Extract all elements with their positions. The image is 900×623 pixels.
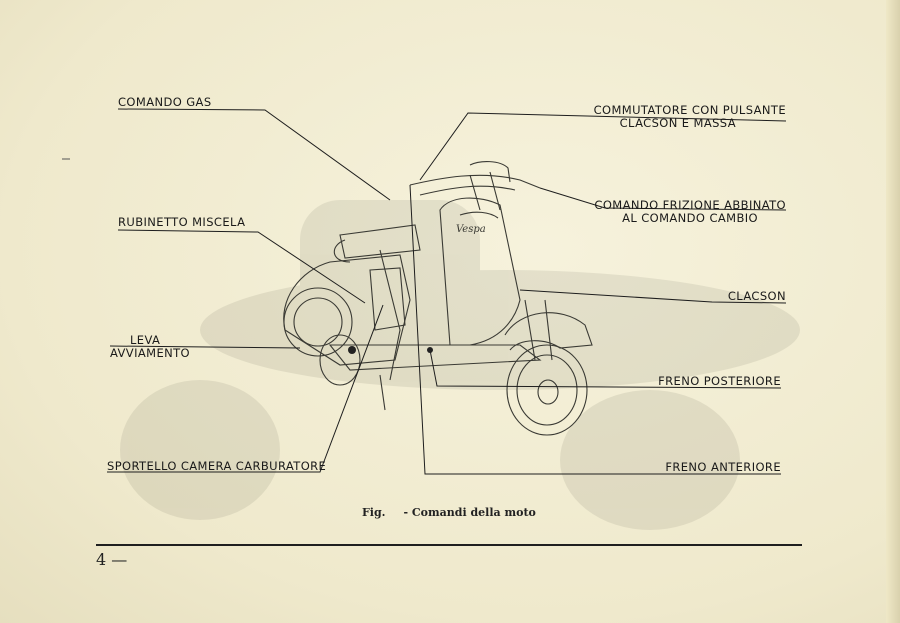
show-through-shadow xyxy=(120,200,800,530)
lever-marker xyxy=(427,347,433,353)
footer-rule xyxy=(96,544,802,546)
label-comando-gas: COMANDO GAS xyxy=(118,95,212,109)
leader-lines xyxy=(107,108,787,475)
page-number: 4 — xyxy=(96,550,128,569)
label-frizione-line2: AL COMANDO CAMBIO xyxy=(622,211,758,225)
scooter-illustration xyxy=(283,161,593,436)
label-frizione-line1: COMANDO FRIZIONE ABBINATO xyxy=(594,198,786,212)
figure-caption: Fig. - Comandi della moto xyxy=(362,506,536,519)
label-sportello-camera-carburatore: SPORTELLO CAMERA CARBURATORE xyxy=(107,459,327,473)
label-rubinetto-miscela: RUBINETTO MISCELA xyxy=(118,215,246,229)
label-commutatore-line1: COMMUTATORE CON PULSANTE xyxy=(593,103,786,117)
label-clacson: CLACSON xyxy=(727,289,786,303)
label-leva-line2: AVVIAMENTO xyxy=(110,346,190,360)
caption-text: - Comandi della moto xyxy=(403,506,536,519)
page-edge xyxy=(886,0,900,623)
caption-fig: Fig. xyxy=(362,506,386,519)
label-freno-posteriore: FRENO POSTERIORE xyxy=(658,374,781,388)
freno-posteriore-pedal-marker xyxy=(348,346,356,354)
label-freno-anteriore: FRENO ANTERIORE xyxy=(665,460,781,474)
label-leva-line1: LEVA xyxy=(130,333,161,347)
vespa-logo-lettering: Vespa xyxy=(456,224,486,235)
label-commutatore-line2: CLACSON E MASSA xyxy=(619,116,736,130)
